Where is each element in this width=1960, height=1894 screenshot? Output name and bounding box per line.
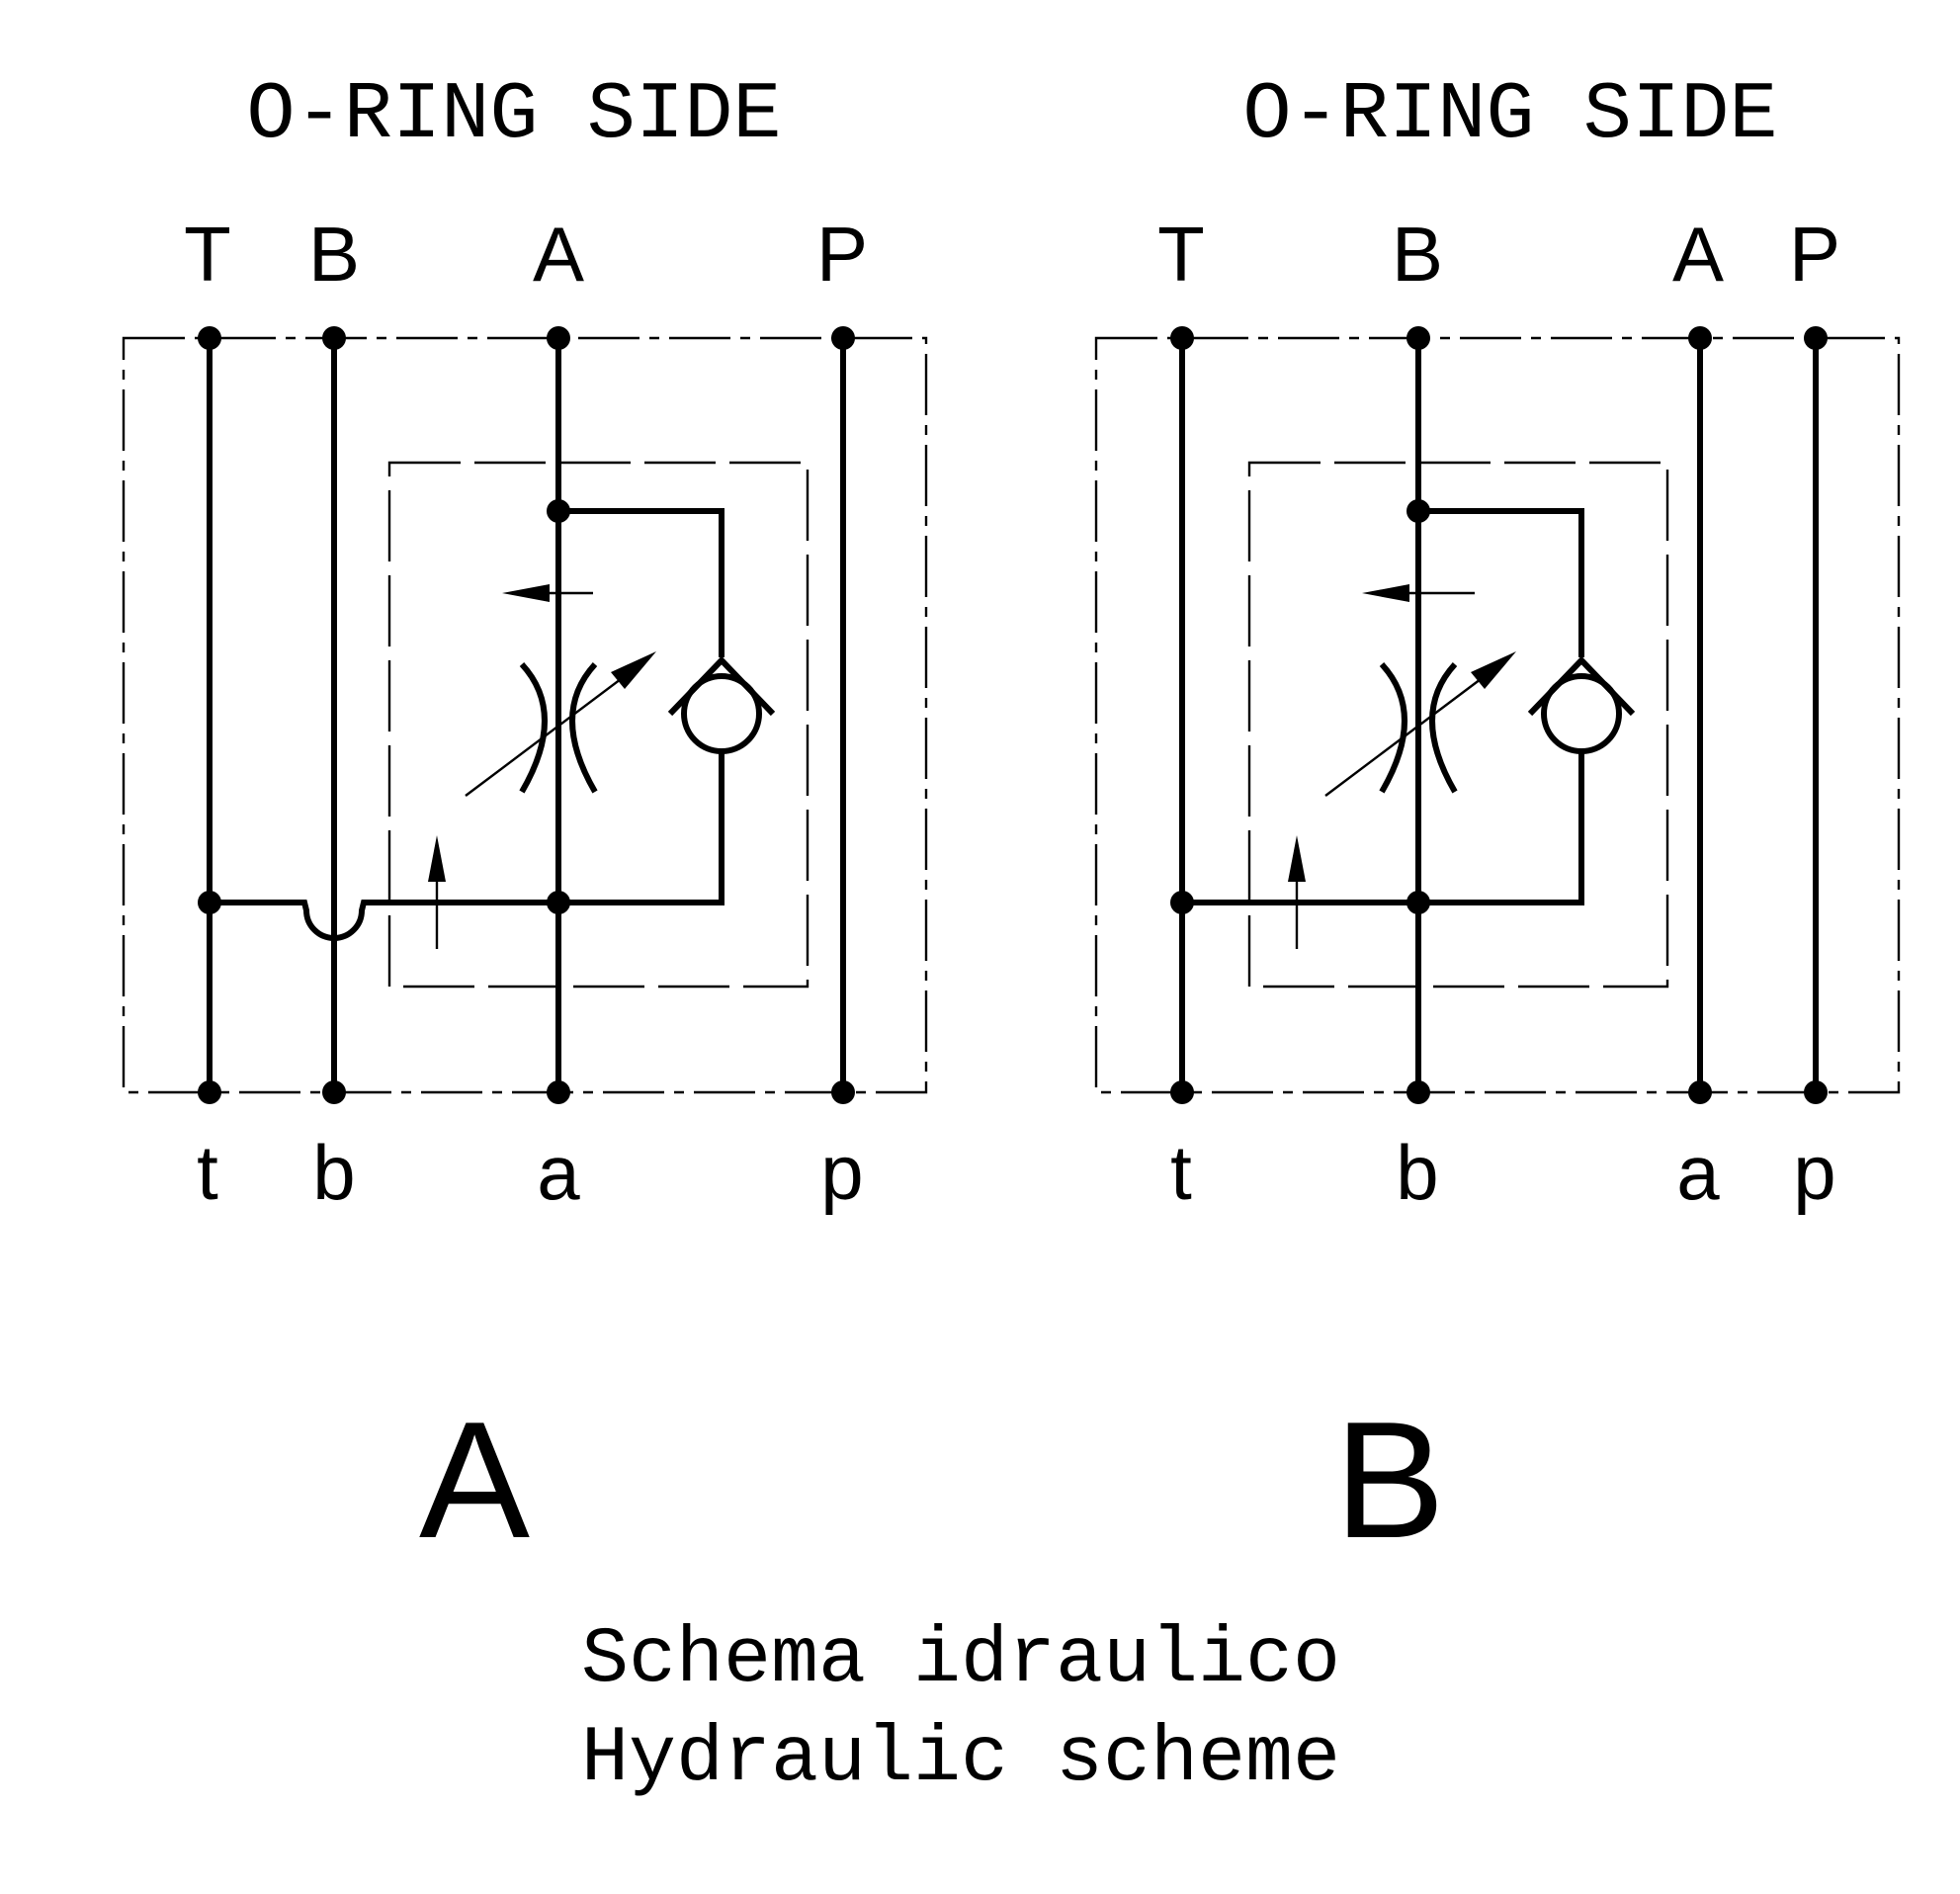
scheme-b-bypass-bottom — [1418, 751, 1584, 905]
scheme-a-check-valve-ball — [681, 673, 762, 754]
scheme-a-junction-T-top — [198, 326, 221, 350]
caption-english: Hydraulic scheme — [581, 1714, 1340, 1804]
scheme-a-port-T: T — [184, 211, 231, 298]
scheme-b-side-label: O-RING SIDE — [1242, 69, 1777, 161]
scheme-a: O-RING SIDE T B A P t b a p — [122, 69, 928, 1573]
scheme-b-port-B: B — [1392, 211, 1443, 298]
scheme-a-junction-a-bottom — [547, 1080, 570, 1104]
scheme-b-port-t: t — [1170, 1129, 1192, 1216]
scheme-b-throttle-left-arc — [1379, 661, 1407, 794]
scheme-a-adjust-arrow-shaft — [465, 669, 634, 797]
scheme-b-throttle-right-arc — [1429, 661, 1458, 794]
scheme-b-port-A: A — [1672, 211, 1724, 298]
scheme-b-junction-B-top — [1406, 326, 1430, 350]
scheme-a-outer-boundary — [122, 336, 928, 1094]
scheme-a-bypass-top — [558, 508, 724, 657]
scheme-a-junction-b-bottom — [322, 1080, 346, 1104]
scheme-a-adjust-arrow-head — [611, 651, 656, 689]
scheme-b-junction-A-top — [1688, 326, 1712, 350]
scheme-a-port-p: p — [820, 1129, 863, 1216]
scheme-a-junction-bypass-top — [547, 499, 570, 523]
scheme-b-flow-arrow-head — [1362, 584, 1409, 602]
scheme-b-check-valve-ball — [1541, 673, 1622, 754]
scheme-b-bypass-top — [1418, 508, 1584, 657]
scheme-b-port-b: b — [1396, 1129, 1438, 1216]
scheme-b-port-p: p — [1793, 1129, 1835, 1216]
scheme-a-junction-A-top — [547, 326, 570, 350]
scheme-a-port-b: b — [312, 1129, 355, 1216]
scheme-b-junction-crossover-right — [1406, 891, 1430, 914]
scheme-b-valve-boundary — [1247, 461, 1669, 989]
scheme-a-flow-arrow-head — [502, 584, 550, 602]
scheme-a-throttle-right-arc — [569, 661, 598, 794]
scheme-a-junction-B-top — [322, 326, 346, 350]
scheme-a-crossover-line — [210, 900, 558, 941]
scheme-a-port-a: a — [537, 1129, 580, 1216]
scheme-b-port-T: T — [1157, 211, 1205, 298]
scheme-b-junction-bypass-top — [1406, 499, 1430, 523]
scheme-b-junction-P-top — [1804, 326, 1828, 350]
caption-italian: Schema idraulico — [581, 1615, 1340, 1705]
scheme-a-junction-crossover-left — [198, 891, 221, 914]
scheme-a-junction-p-bottom — [831, 1080, 855, 1104]
scheme-a-variant-letter: A — [419, 1387, 530, 1573]
scheme-b: O-RING SIDE T B A P t b a p — [1094, 69, 1901, 1573]
scheme-a-junction-P-top — [831, 326, 855, 350]
scheme-b-junction-T-top — [1170, 326, 1194, 350]
scheme-b-junction-a-bottom — [1688, 1080, 1712, 1104]
scheme-a-port-P: P — [816, 211, 868, 298]
scheme-b-port-a: a — [1676, 1129, 1720, 1216]
scheme-a-pilot-arrow-head — [428, 835, 446, 882]
scheme-b-junction-b-bottom — [1406, 1080, 1430, 1104]
scheme-b-adjust-arrow-head — [1471, 651, 1516, 689]
scheme-b-adjust-arrow-shaft — [1324, 669, 1493, 797]
scheme-b-junction-t-bottom — [1170, 1080, 1194, 1104]
scheme-a-junction-t-bottom — [198, 1080, 221, 1104]
scheme-b-pilot-arrow-head — [1288, 835, 1306, 882]
scheme-a-valve-boundary — [387, 461, 810, 989]
scheme-b-junction-crossover-left — [1170, 891, 1194, 914]
scheme-b-outer-boundary — [1094, 336, 1901, 1094]
scheme-a-bypass-bottom — [558, 751, 724, 905]
scheme-a-port-t: t — [197, 1129, 218, 1216]
scheme-a-throttle-left-arc — [519, 661, 548, 794]
scheme-b-variant-letter: B — [1334, 1387, 1445, 1573]
scheme-a-side-label: O-RING SIDE — [246, 69, 781, 161]
scheme-a-junction-crossover-right — [547, 891, 570, 914]
scheme-b-port-P: P — [1789, 211, 1840, 298]
scheme-a-port-B: B — [308, 211, 360, 298]
scheme-b-junction-p-bottom — [1804, 1080, 1828, 1104]
scheme-a-port-A: A — [533, 211, 584, 298]
